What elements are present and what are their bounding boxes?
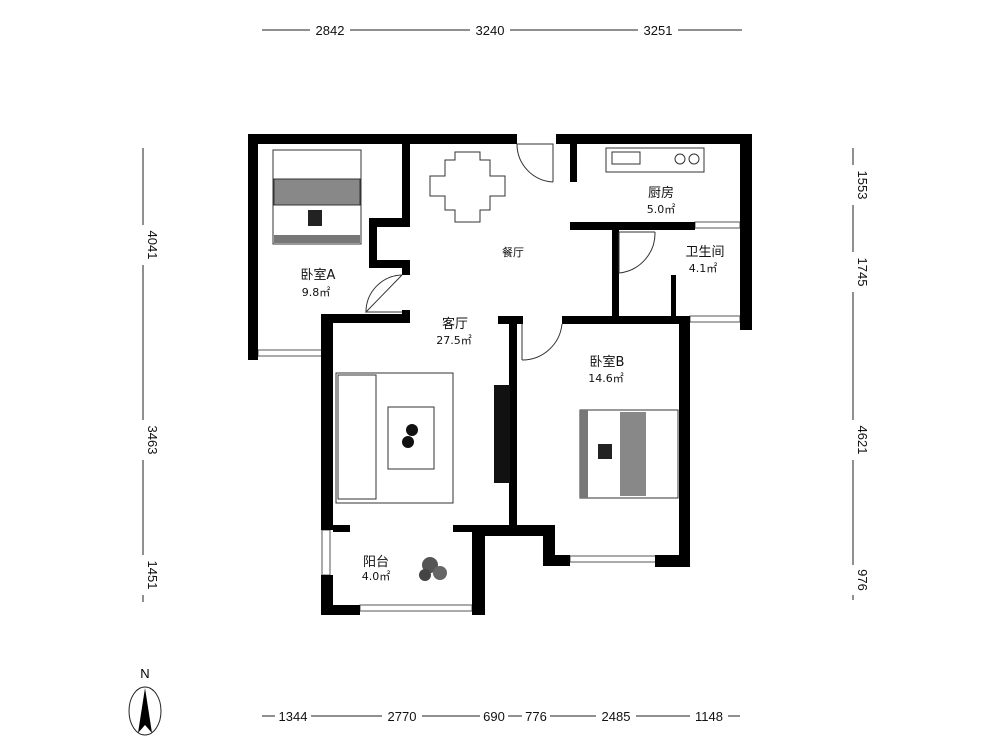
room-labels: 卧室A 9.8㎡ 餐厅 厨房 5.0㎡ 卫生间 4.1㎡ 客厅 27.5㎡ 卧室… [301, 185, 725, 583]
dining-name: 餐厅 [502, 245, 524, 259]
entry-door [516, 143, 554, 183]
dimension-labels-right: 1553 1745 4621 976 [845, 165, 870, 595]
bathroom-area: 4.1㎡ [689, 262, 718, 275]
bed-a [272, 149, 362, 245]
bedroom-b-area: 14.6㎡ [588, 372, 624, 385]
living-name: 客厅 [442, 316, 468, 332]
dimension-labels-left: 4041 3463 1451 [135, 225, 160, 595]
dim-top-3: 3251 [644, 23, 673, 38]
dim-top-1: 2842 [316, 23, 345, 38]
bedroom-a-name: 卧室A [301, 267, 336, 283]
kitchen-counter [605, 147, 705, 173]
dim-bottom-2: 2770 [388, 709, 417, 724]
dim-top-2: 3240 [476, 23, 505, 38]
compass-ring [128, 686, 162, 736]
compass-north-label: N [140, 666, 149, 681]
dim-right-3: 4621 [855, 426, 870, 455]
living-area: 27.5㎡ [436, 334, 472, 347]
walls [248, 134, 752, 615]
tv-cabinet [494, 385, 510, 483]
balcony-area: 4.0㎡ [362, 570, 391, 583]
kitchen-name: 厨房 [648, 185, 674, 201]
plant [419, 557, 447, 581]
dining-table [429, 151, 506, 223]
bathroom-door [618, 231, 656, 274]
bedroom-a-area: 9.8㎡ [302, 286, 331, 299]
north-arrow-icon [138, 688, 152, 733]
dim-right-1: 1553 [855, 171, 870, 200]
doors [364, 143, 656, 361]
dim-left-2: 3463 [145, 426, 160, 455]
dimension-labels-top: 2842 3240 3251 [310, 22, 678, 38]
kitchen-area: 5.0㎡ [647, 203, 676, 216]
bathroom-name: 卫生间 [685, 245, 724, 260]
bed-b [579, 409, 679, 499]
dim-left-3: 1451 [145, 561, 160, 590]
dimension-labels-bottom: 1344 2770 690 776 2485 1148 [275, 708, 728, 724]
dim-bottom-3: 690 [483, 709, 505, 724]
dim-right-4: 976 [855, 569, 870, 591]
sofa [335, 372, 454, 504]
dim-right-2: 1745 [855, 258, 870, 287]
dim-left-1: 4041 [145, 231, 160, 260]
dim-bottom-4: 776 [525, 709, 547, 724]
balcony-name: 阳台 [363, 555, 389, 570]
bedroom-b-door [521, 323, 563, 361]
dim-bottom-1: 1344 [279, 709, 308, 724]
dimension-lines [142, 29, 854, 717]
dim-bottom-5: 2485 [602, 709, 631, 724]
bedroom-b-name: 卧室B [590, 354, 625, 370]
dim-bottom-6: 1148 [695, 709, 723, 724]
bedroom-a-door [364, 274, 403, 313]
compass: N [128, 666, 162, 736]
